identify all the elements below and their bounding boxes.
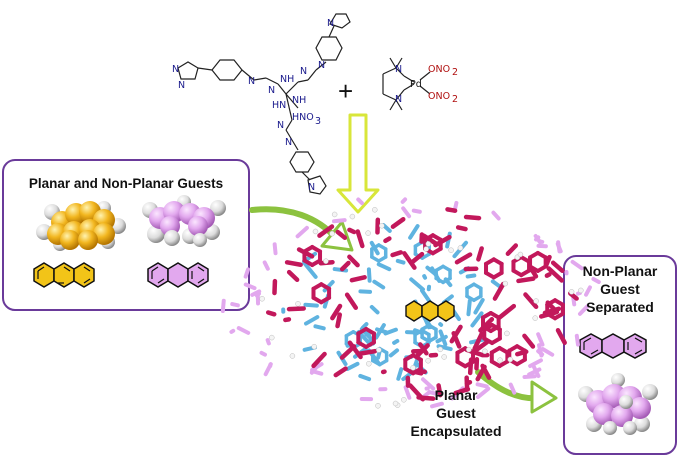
benzene-ring-lower	[289, 151, 315, 173]
atom-ono2-lower: ONO	[428, 91, 450, 102]
atom-hno3-sub: 3	[315, 116, 321, 127]
imidazole-ring-upper	[329, 13, 351, 29]
atom-n-lower-im: N	[308, 182, 315, 193]
dihydroanthracene-structure-icon	[147, 262, 209, 288]
molecular-cage-icon	[220, 197, 601, 409]
atom-n-lower2: N	[285, 137, 292, 148]
atom-n-lower: N	[277, 120, 284, 131]
atom-n-upper-im: N	[327, 18, 334, 29]
atom-n-upper2: N	[318, 60, 325, 71]
benzene-ring-upper	[315, 36, 343, 61]
atom-n-left: N	[172, 64, 179, 75]
imidazole-ring-lower	[307, 175, 327, 195]
reaction-arrow-down	[336, 113, 380, 214]
center-caption-line-1: Planar	[434, 387, 478, 403]
atom-nh-right: NH	[292, 95, 306, 106]
ligand-labels: N N N N NH NH HN N N HNO 3 N N N N	[172, 18, 334, 193]
atom-n-left2: N	[178, 80, 185, 91]
atom-pd: Pd	[410, 79, 422, 90]
ligand-structure	[177, 13, 351, 195]
center-caption-line-3: Encapsulated	[410, 423, 502, 439]
atom-n-hydrazone-left2: N	[268, 85, 275, 96]
center-caption-line-2: Guest	[436, 405, 476, 421]
right-title-line-1: Non-Planar	[582, 263, 658, 279]
atom-ono2-lower-sub: 2	[452, 94, 458, 105]
anthracene-space-filling-icon	[36, 201, 126, 251]
atom-n-hydrazone-left: N	[248, 76, 255, 87]
atom-hno3: HNO	[292, 112, 314, 123]
atom-n-upper: N	[300, 66, 307, 77]
separated-dihydroanthracene-structure-icon	[579, 333, 647, 359]
right-panel-title: Non-Planar Guest Separated	[566, 262, 674, 316]
separated-dihydroanthracene-space-filling-icon	[578, 373, 658, 435]
encapsulated-anthracene-icon	[405, 300, 455, 322]
right-title-line-3: Separated	[586, 299, 654, 315]
palladium-complex-structure	[382, 57, 431, 111]
imidazole-ring-left	[177, 61, 199, 80]
center-caption: Planar Guest Encapsulated	[396, 386, 516, 440]
atom-n-lower-pd: N	[395, 94, 402, 105]
dihydroanthracene-space-filling-icon	[142, 195, 226, 247]
anthracene-structure-icon	[33, 262, 95, 288]
benzene-ring-left	[211, 59, 243, 81]
atom-ono2-upper-sub: 2	[452, 67, 458, 78]
right-title-line-2: Guest	[600, 281, 640, 297]
palladium-complex-labels: N N Pd ONO 2 ONO 2	[395, 64, 458, 105]
atom-ono2-upper: ONO	[428, 64, 450, 75]
atom-hn-left: HN	[272, 100, 286, 111]
arrow-to-right-panel-head	[530, 380, 558, 414]
left-panel-title: Planar and Non-Planar Guests	[28, 176, 224, 191]
atom-n-upper-pd: N	[395, 64, 402, 75]
atom-nh-top: NH	[280, 74, 294, 85]
plus-sign: +	[338, 76, 353, 106]
